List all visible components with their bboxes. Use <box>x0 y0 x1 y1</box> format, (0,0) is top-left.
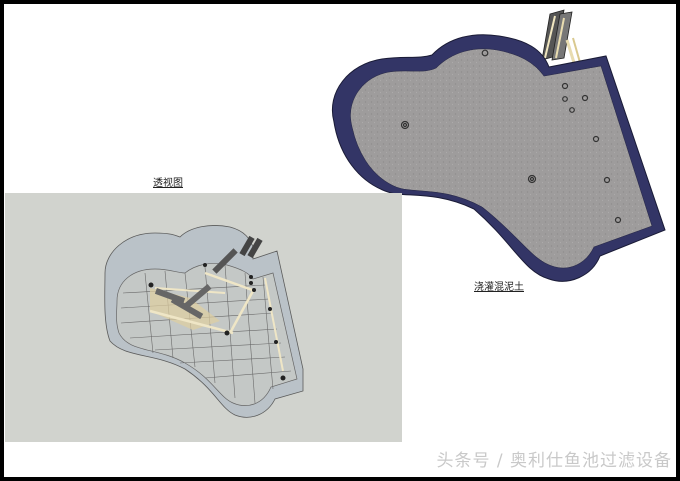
watermark-text: 头条号 / 奥利仕鱼池过滤设备 <box>436 451 672 471</box>
drawing-sheet: 透视图 浇灌混泥土 <box>4 4 676 477</box>
perspective-pool-model <box>104 225 304 418</box>
perspective-viewport <box>5 193 402 442</box>
pipe-bundle-icon <box>541 9 582 67</box>
concrete-pour-caption: 浇灌混泥土 <box>474 282 524 293</box>
concrete-plan-view <box>332 9 666 282</box>
floor-fittings <box>400 49 622 224</box>
concrete-floor <box>350 48 653 269</box>
fitting-dots <box>148 263 286 381</box>
plumbing-frame <box>149 235 284 372</box>
perspective-caption: 透视图 <box>153 178 183 189</box>
